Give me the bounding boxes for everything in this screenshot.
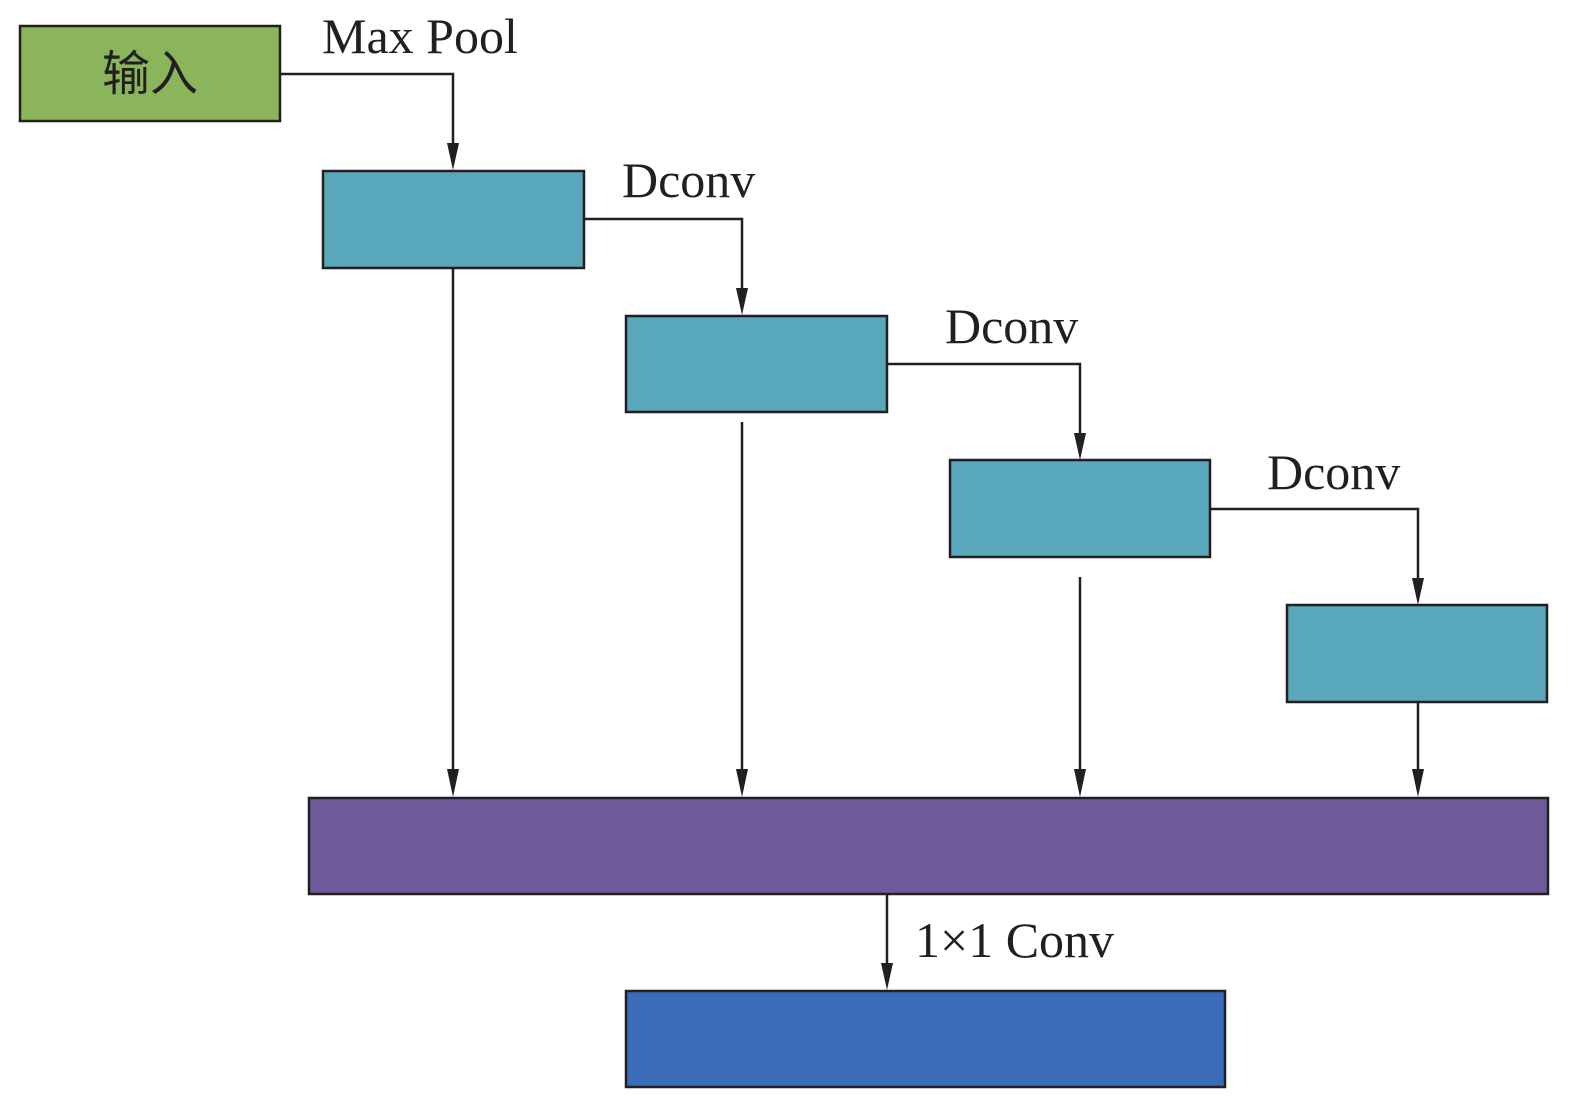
arrowhead-icon: [736, 769, 748, 797]
stage3-node: [948, 458, 1212, 559]
stage4-node: [1285, 603, 1549, 704]
edge-stage1-to-stage2: [584, 217, 744, 290]
dconv-label-3: Dconv: [1267, 444, 1400, 500]
edge-stage3-to-stage4: [1211, 507, 1420, 580]
input-node: [18, 24, 282, 123]
arrowhead-icon: [1074, 433, 1086, 460]
stage2-node: [624, 314, 889, 414]
conv1x1-label: 1×1 Conv: [915, 912, 1114, 968]
output-node: [624, 989, 1227, 1089]
arrowhead-icon: [881, 963, 893, 990]
arrowhead-icon: [1074, 769, 1086, 797]
arrowhead-icon: [447, 143, 459, 170]
maxpool-label: Max Pool: [322, 8, 518, 64]
stage1-node: [321, 169, 586, 270]
concat-node: [307, 796, 1550, 896]
arrowhead-icon: [1412, 578, 1424, 605]
arrowhead-icon: [736, 288, 748, 315]
arrowhead-icon: [1412, 769, 1424, 797]
edge-stage2-to-stage3: [888, 362, 1082, 435]
arrowhead-icon: [447, 769, 459, 797]
dconv-label-2: Dconv: [945, 298, 1078, 354]
dconv-label-1: Dconv: [622, 152, 755, 208]
input-label: 输入: [102, 46, 198, 102]
edge-input-to-stage1: [281, 72, 455, 145]
